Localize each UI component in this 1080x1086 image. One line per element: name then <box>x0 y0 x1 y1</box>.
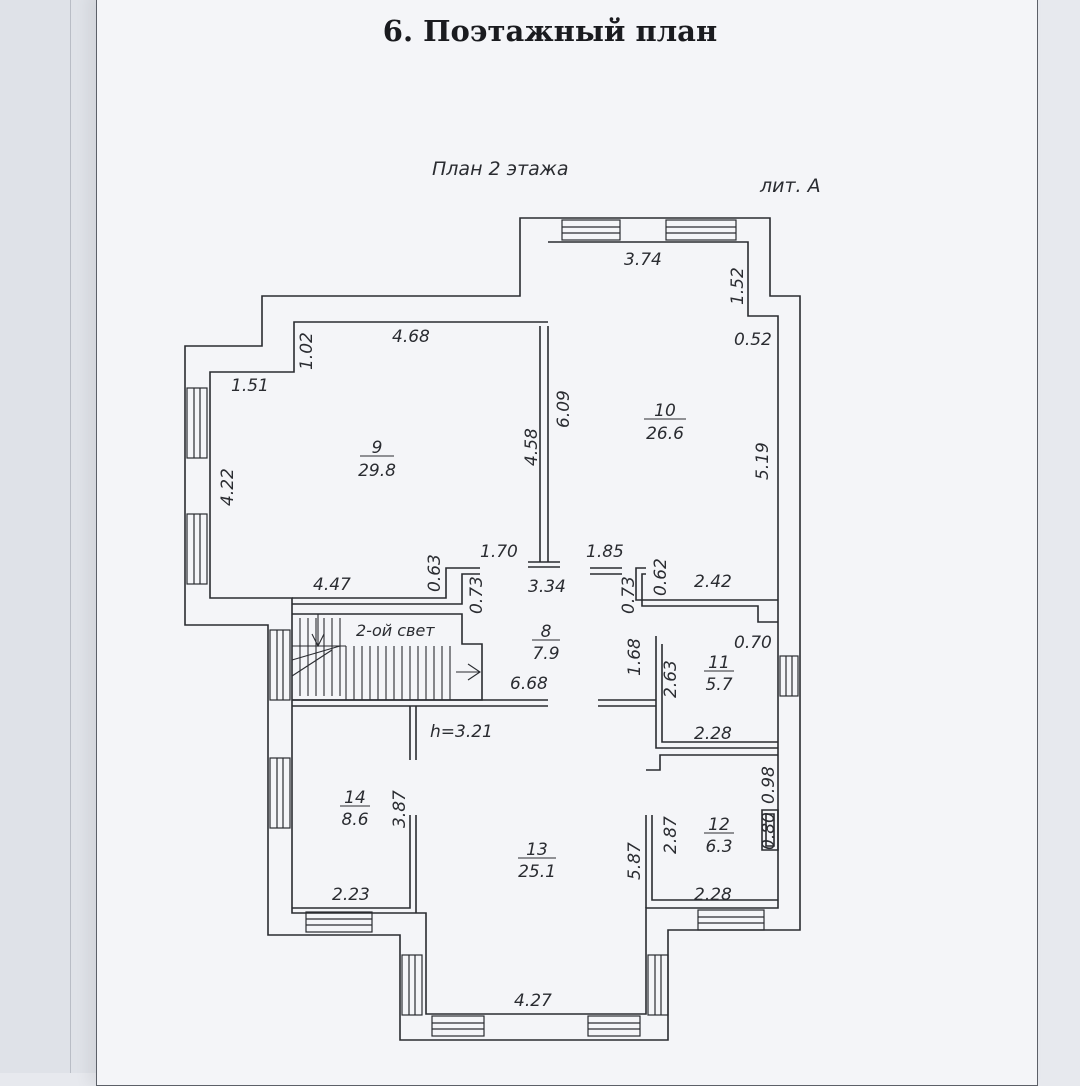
room-area: 29.8 <box>358 461 396 481</box>
dimension-label: 4.47 <box>313 575 351 595</box>
dimension-label: 0.98 <box>759 766 779 804</box>
plan-walls <box>184 217 801 1041</box>
room-number: 8 <box>541 622 552 642</box>
dimension-label: 4.22 <box>218 468 238 506</box>
dimension-label: 1.68 <box>625 638 645 676</box>
dimension-label: 4.27 <box>514 991 552 1011</box>
document-sheet <box>96 0 1038 1086</box>
dimension-label: 0.52 <box>734 330 772 350</box>
height-label: h=3.21 <box>430 722 493 742</box>
room-number: 10 <box>654 401 676 421</box>
dimension-label: 2.87 <box>661 816 681 854</box>
dimension-label: 4.68 <box>392 327 430 347</box>
background-page <box>0 0 100 1073</box>
building-label: лит. А <box>759 175 821 197</box>
stair-label: 2-ой свет <box>356 621 435 640</box>
staircase <box>291 614 481 700</box>
dimension-label: 3.87 <box>390 790 410 828</box>
dimension-label: 0.80 <box>759 812 779 850</box>
room-number: 13 <box>526 840 548 860</box>
room-area: 8.6 <box>341 810 368 830</box>
room-number: 9 <box>372 438 383 458</box>
room-number: 14 <box>344 788 366 808</box>
dimension-label: 0.73 <box>619 576 639 614</box>
dimension-label: 2.42 <box>694 572 732 592</box>
dimension-label: 3.34 <box>528 577 566 597</box>
dimension-label: 2.28 <box>694 885 732 905</box>
dimension-label: 0.63 <box>425 554 445 592</box>
room-number: 12 <box>708 815 730 835</box>
room-12: 12 6.3 <box>705 815 732 857</box>
room-area: 5.7 <box>705 675 732 695</box>
dimension-label: 0.70 <box>734 633 772 653</box>
dimension-label: 1.51 <box>231 376 269 396</box>
room-area: 26.6 <box>646 424 684 444</box>
background-page-edge <box>70 0 71 1073</box>
dimensions-horizontal: 3.74 0.52 4.68 1.51 1.70 1.85 2.42 4.47 … <box>231 250 772 1011</box>
dimension-label: 1.70 <box>480 542 518 562</box>
room-9: 9 29.8 <box>358 438 396 481</box>
room-area: 25.1 <box>518 862 556 882</box>
room-11: 11 5.7 <box>705 653 732 695</box>
dimension-label: 3.74 <box>624 250 662 270</box>
room-14: 14 8.6 <box>341 788 368 830</box>
dimension-label: 6.09 <box>554 390 574 428</box>
dimension-label: 2.28 <box>694 724 732 744</box>
dimension-label: 5.87 <box>625 842 645 880</box>
room-label-bars <box>340 418 734 859</box>
room-8: 8 7.9 <box>532 622 559 664</box>
plan-label: План 2 этажа <box>432 158 569 180</box>
dimension-label: 0.62 <box>651 558 671 596</box>
dimensions-vertical: 1.52 1.02 6.09 4.58 4.22 5.19 0.63 0.73 … <box>218 267 779 880</box>
windows <box>186 219 799 1037</box>
dimension-label: 6.68 <box>510 674 548 694</box>
dimension-label: 1.85 <box>586 542 624 562</box>
room-area: 7.9 <box>532 644 559 664</box>
dimension-label: 5.19 <box>753 442 773 480</box>
room-13: 13 25.1 <box>518 840 556 882</box>
dimension-label: 2.23 <box>332 885 370 905</box>
dimension-label: 2.63 <box>661 660 681 698</box>
dimension-label: 4.58 <box>522 428 542 466</box>
dimension-label: 1.52 <box>728 267 748 305</box>
room-area: 6.3 <box>705 837 732 857</box>
room-10: 10 26.6 <box>646 401 684 444</box>
page-title: 6. Поэтажный план <box>382 14 718 48</box>
dimension-label: 1.02 <box>297 332 317 370</box>
dimension-label: 0.73 <box>467 576 487 614</box>
room-number: 11 <box>708 653 730 673</box>
